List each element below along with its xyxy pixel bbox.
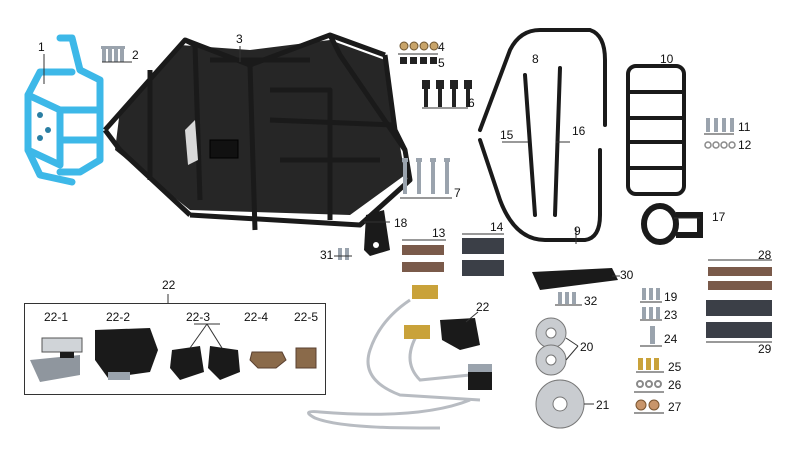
callout-5: 5 <box>438 56 445 70</box>
washers-4 <box>399 41 439 51</box>
bolts-25 <box>638 358 659 370</box>
bolts-19 <box>642 288 660 300</box>
callout-17: 17 <box>712 210 726 224</box>
lower-bar-9 <box>478 138 602 242</box>
callout-8: 8 <box>532 52 539 66</box>
callout-22-2: 22-2 <box>106 310 131 324</box>
disc-21 <box>535 379 585 429</box>
bolts-6 <box>422 80 472 107</box>
callout-22-kit: 22 <box>162 278 176 292</box>
bracket-18 <box>364 210 390 256</box>
callout-23: 23 <box>664 308 678 322</box>
callout-22-1: 22-1 <box>44 310 69 324</box>
brake-pad-22-5 <box>295 347 317 369</box>
bolts-11 <box>706 118 734 132</box>
washers-26 <box>636 380 662 388</box>
callout-26: 26 <box>668 378 682 392</box>
washers-12 <box>704 141 736 149</box>
pads-29 <box>706 300 772 338</box>
callout-16: 16 <box>572 124 586 138</box>
rear-rack-10 <box>626 64 686 196</box>
master-cylinder-22-1 <box>30 337 83 382</box>
brake-assembly-22 <box>307 285 492 430</box>
callout-1: 1 <box>38 40 45 54</box>
callout-19: 19 <box>664 290 678 304</box>
side-bars-15-16 <box>523 66 562 217</box>
washers-27 <box>635 399 660 411</box>
callout-22-5: 22-5 <box>294 310 319 324</box>
callout-25: 25 <box>668 360 682 374</box>
callout-14: 14 <box>490 220 504 234</box>
callout-10: 10 <box>660 52 674 66</box>
callout-13: 13 <box>432 226 446 240</box>
brake-kit-box <box>24 303 326 395</box>
bolts-31 <box>338 248 349 260</box>
caliper-pair-22-3 <box>170 346 240 380</box>
front-bumper <box>24 34 104 186</box>
plate-30 <box>532 268 618 290</box>
clamp-17 <box>641 203 703 245</box>
callout-4: 4 <box>438 40 445 54</box>
callout-3: 3 <box>236 32 243 46</box>
callout-29: 29 <box>758 342 772 356</box>
pads-13 <box>402 245 444 272</box>
main-frame <box>103 32 413 231</box>
callout-15: 15 <box>500 128 514 142</box>
callout-18: 18 <box>394 216 408 230</box>
callout-28: 28 <box>758 248 772 262</box>
leader-lines <box>43 46 772 414</box>
callout-22-assembly: 22 <box>476 300 490 314</box>
callout-22-3: 22-3 <box>186 310 211 324</box>
bolts-2 <box>101 46 125 62</box>
callout-27: 27 <box>668 400 682 414</box>
callout-22-4: 22-4 <box>244 310 269 324</box>
pads-14 <box>462 238 504 276</box>
callout-12: 12 <box>738 138 752 152</box>
callout-31: 31 <box>320 248 334 262</box>
callout-24: 24 <box>664 332 678 346</box>
callout-9: 9 <box>574 224 581 238</box>
brake-pad-22-4 <box>249 351 287 369</box>
bolts-32 <box>558 292 576 304</box>
pads-28 <box>708 267 772 290</box>
callout-6: 6 <box>468 96 475 110</box>
bolts-23 <box>642 307 660 319</box>
callout-21: 21 <box>596 398 610 412</box>
bolts-24 <box>650 326 655 344</box>
callout-32: 32 <box>584 294 598 308</box>
nuts-5 <box>400 57 437 64</box>
callout-11: 11 <box>738 120 751 134</box>
callout-7: 7 <box>454 186 461 200</box>
callout-20: 20 <box>580 340 594 354</box>
callout-30: 30 <box>620 268 634 282</box>
callout-2: 2 <box>132 48 139 62</box>
discs-20 <box>535 317 567 376</box>
bumper-holes <box>37 112 51 141</box>
roll-hoop-8 <box>478 28 607 132</box>
bolts-7 <box>402 158 450 194</box>
caliper-22-2 <box>95 328 158 380</box>
